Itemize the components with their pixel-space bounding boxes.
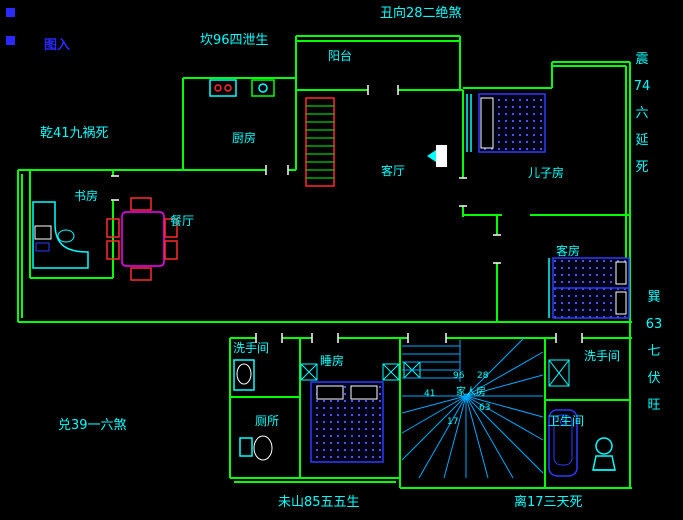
tv-speaker-icon xyxy=(427,145,447,167)
blue-corner-glyphs xyxy=(6,8,15,45)
single-bed-icon xyxy=(478,93,546,153)
cabinet-icon xyxy=(305,97,335,187)
staircase xyxy=(401,337,544,479)
sink-right-icon xyxy=(548,359,570,387)
dining-table-icon xyxy=(106,197,178,281)
double-bed-icon xyxy=(548,257,630,319)
stove-icon xyxy=(209,79,237,97)
sink-left-icon xyxy=(233,359,255,391)
bed-bottom-icon xyxy=(310,381,384,463)
kitchen-sink-icon xyxy=(251,79,275,97)
wardrobe-icon xyxy=(466,94,472,152)
toilet-left-icon xyxy=(239,435,273,461)
nightstand-icon xyxy=(300,361,421,381)
toilet-right-icon xyxy=(592,437,616,471)
bathtub-icon xyxy=(548,409,578,477)
door-ticks xyxy=(111,85,583,343)
desk-computer-icon xyxy=(32,201,89,269)
